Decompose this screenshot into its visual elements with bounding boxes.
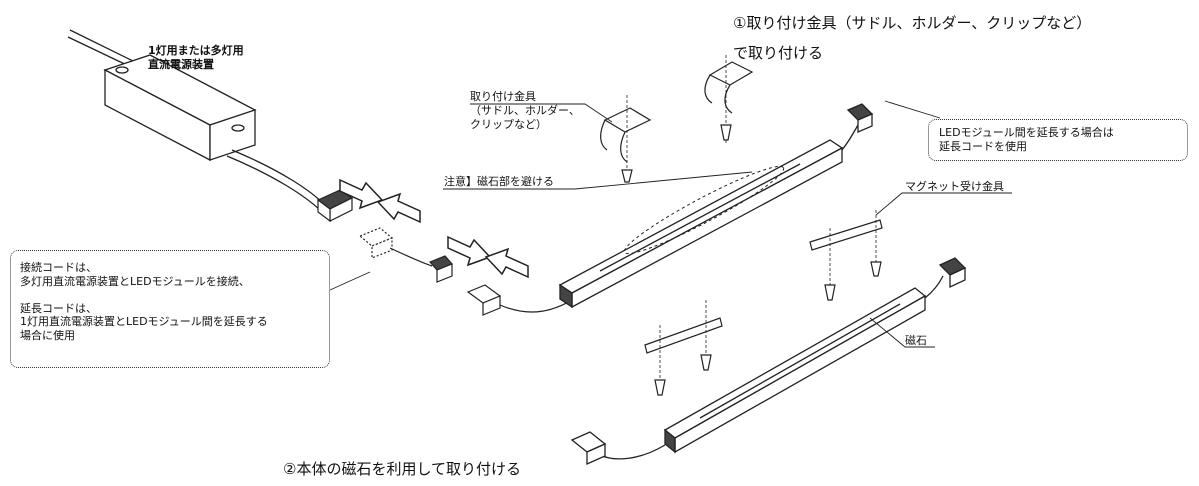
cord-note-extension-line2: 1灯用直流電源装置とLEDモジュール間を延長する (20, 315, 268, 329)
method2-title: ②本体の磁石を利用して取り付ける (283, 460, 521, 478)
bracket-label: 取り付け金具 （サドル、ホルダー、 クリップなど） (470, 90, 580, 132)
cord-note-connection-line1: 接続コードは、 (20, 261, 97, 274)
bracket-label-line2: （サドル、ホルダー、 (470, 104, 580, 117)
extension-note-box: LEDモジュール間を延長する場合は 延長コードを使用 (928, 119, 1188, 161)
saddle-bracket-large (704, 55, 754, 145)
cord-note-extension-line1: 延長コードは、 (20, 301, 97, 315)
leader-lines (329, 100, 1012, 348)
cord-note-box: 接続コードは、 多灯用直流電源装置とLEDモジュールを接続、 延長コードは、 1… (10, 250, 330, 368)
bracket-label-line3: クリップなど） (470, 118, 547, 131)
power-supply-label: 1灯用または多灯用 直流電源装置 (148, 44, 244, 72)
power-supply-label-line2: 直流電源装置 (148, 57, 214, 71)
extension-note-line1: LEDモジュール間を延長する場合は (939, 126, 1114, 139)
cord-connectors (358, 227, 581, 316)
method1-title-line1: ①取り付け金具（サドル、ホルダー、クリップなど） (733, 14, 1092, 32)
method1-title-line2: で取り付ける (733, 44, 824, 62)
magnet-brackets (644, 210, 883, 396)
cord-note-extension-line3: 場合に使用 (20, 329, 75, 342)
cord-note-connection-line2: 多灯用直流電源装置とLEDモジュールを接続、 (20, 274, 250, 288)
supply-connector (316, 189, 354, 223)
direction-arrows (339, 178, 529, 279)
extension-note-line2: 延長コードを使用 (939, 139, 1027, 153)
led-module-1 (558, 103, 874, 309)
caution-label: 注意】磁石部を避ける (444, 175, 554, 188)
magnet-bracket-label: マグネット受け金具 (905, 180, 1004, 193)
bracket-label-line1: 取り付け金具 (470, 90, 536, 103)
method1-title: ①取り付け金具（サドル、ホルダー、クリップなど） で取り付ける (733, 8, 1091, 68)
power-supply-label-line1: 1灯用または多灯用 (148, 44, 244, 57)
power-supply-illustration (67, 29, 326, 211)
saddle-bracket-small (600, 95, 652, 183)
led-module-2 (570, 257, 967, 466)
magnet-label: 磁石 (905, 334, 927, 347)
